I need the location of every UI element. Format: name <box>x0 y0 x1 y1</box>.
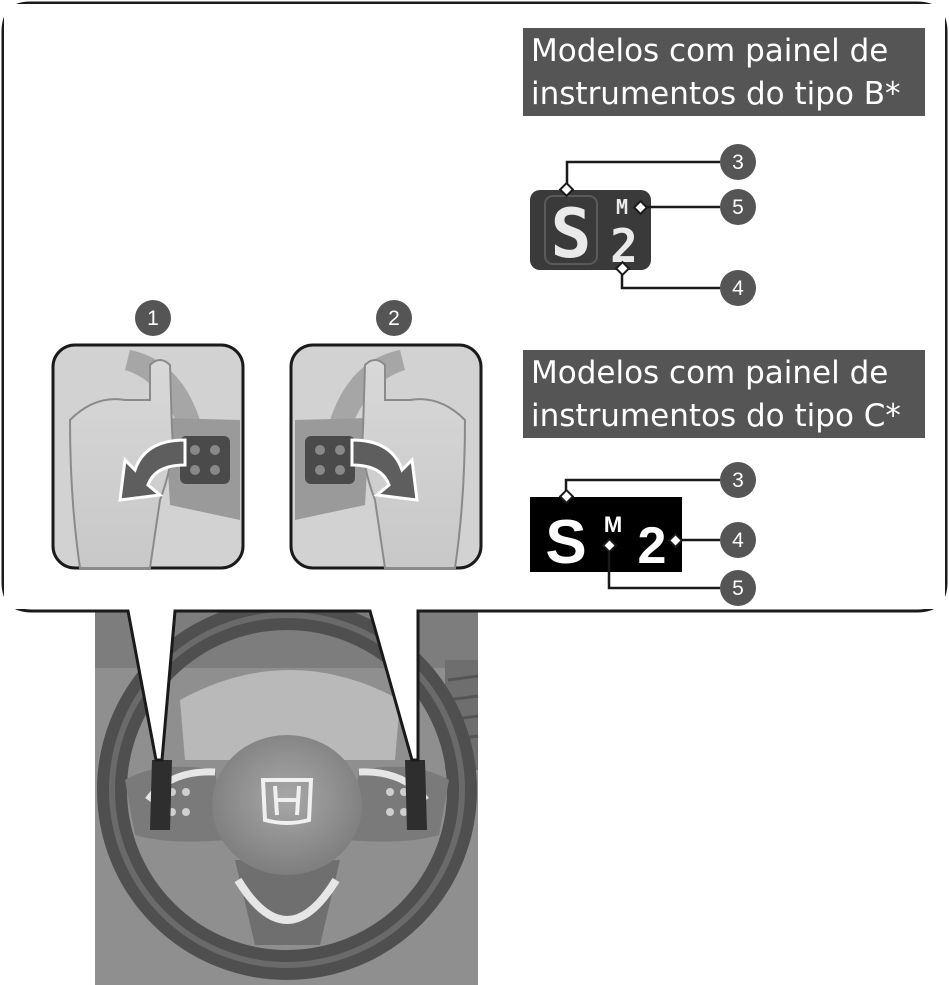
pull-arrow-left <box>118 438 187 502</box>
display-c-mode: S <box>545 508 586 577</box>
display-b-manual: M <box>616 195 628 219</box>
heading-panel-b-line1: Modelos com painel de <box>531 33 889 69</box>
callout-b-4-label: 4 <box>732 277 744 300</box>
heading-panel-c: Modelos com painel de instrumentos do ti… <box>523 350 925 438</box>
callout-b-5-label: 5 <box>732 196 744 219</box>
callout-b-3: 3 <box>720 144 756 180</box>
heading-panel-b: Modelos com painel de instrumentos do ti… <box>523 28 925 116</box>
left-spoke <box>125 766 225 842</box>
callout-c-4: 4 <box>720 522 756 558</box>
callout-1: 1 <box>135 300 171 336</box>
heading-panel-b-line2: instrumentos do tipo B* <box>531 76 901 112</box>
display-c-manual: M <box>604 512 622 537</box>
display-type-b: S M 2 <box>530 190 651 274</box>
callout-c-5-label: 5 <box>732 577 744 600</box>
callout-2: 2 <box>376 300 412 336</box>
callout-c-4-label: 4 <box>732 529 744 552</box>
left-paddle-inset <box>51 343 245 570</box>
heading-panel-c-line1: Modelos com painel de <box>531 355 889 391</box>
leaders-b <box>565 160 720 290</box>
display-type-c: S M 2 <box>530 497 682 577</box>
callout-2-label: 2 <box>388 307 400 330</box>
callout-c-5: 5 <box>720 570 756 606</box>
right-paddle-inset <box>289 343 483 570</box>
wheel-hub <box>212 735 362 875</box>
markers-c <box>558 488 684 554</box>
instrument-cluster <box>180 670 400 760</box>
display-c-gear: 2 <box>638 517 667 575</box>
markers-b <box>558 181 649 277</box>
bottom-spoke <box>235 860 340 945</box>
left-paddle-shifter <box>150 760 172 830</box>
honda-logo <box>260 778 314 825</box>
callout-b-5: 5 <box>720 189 756 225</box>
callout-b-3-label: 3 <box>732 151 744 174</box>
callout-c-3-label: 3 <box>732 469 744 492</box>
pull-arrow-right <box>350 438 419 502</box>
display-b-mode: S <box>551 195 592 274</box>
heading-panel-c-line2: instrumentos do tipo C* <box>531 398 901 434</box>
right-paddle-shifter <box>405 760 427 830</box>
callout-b-4: 4 <box>720 270 756 306</box>
callout-c-3: 3 <box>720 462 756 498</box>
callout-1-label: 1 <box>147 307 159 330</box>
